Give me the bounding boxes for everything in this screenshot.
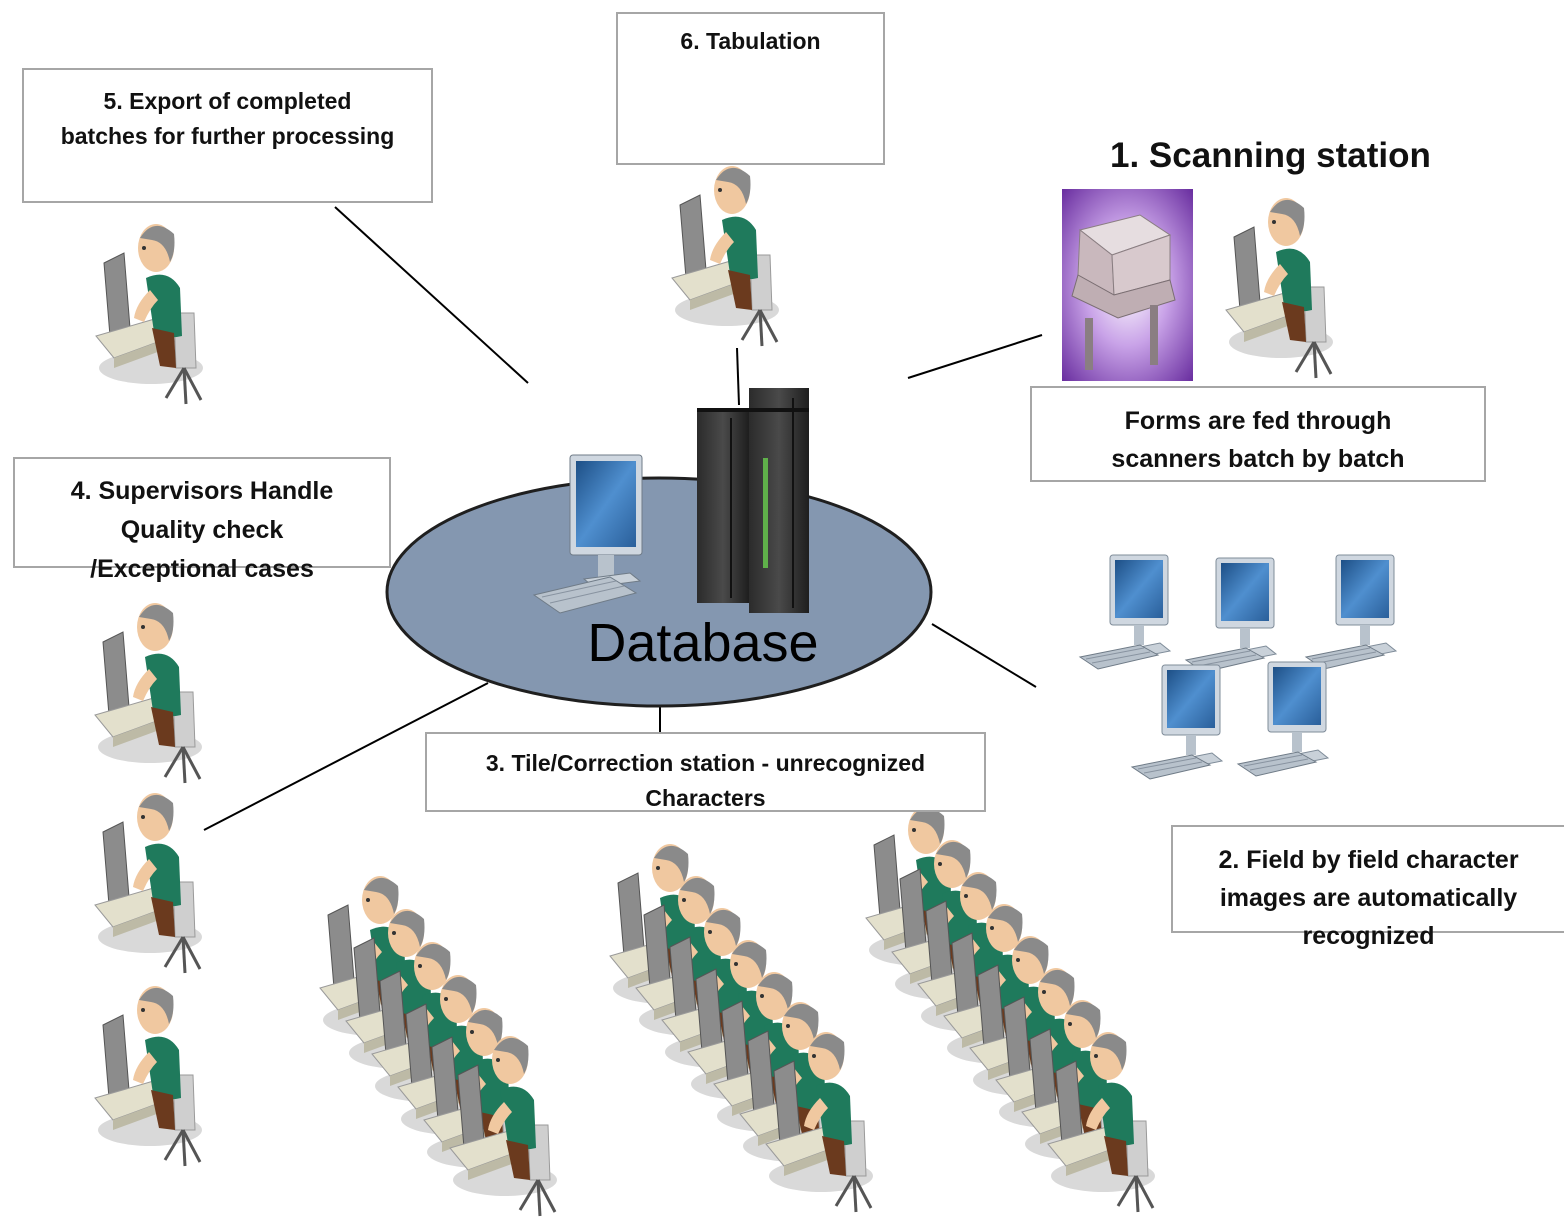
scanning-caption-box: Forms are fed through scanners batch by … — [1030, 386, 1486, 482]
recognition-pc-icon — [1305, 554, 1397, 670]
step2-recognition-box: 2. Field by field character images are a… — [1171, 825, 1564, 950]
step5-label: 5. Export of completed batches for furth… — [60, 88, 395, 149]
supervisor-operator-icon — [93, 791, 204, 975]
step3-correction-box: 3. Tile/Correction station - unrecognize… — [425, 732, 986, 812]
step4-label: 4. Supervisors Handle Quality check /Exc… — [70, 477, 334, 583]
correction-operators-group-2 — [608, 842, 875, 1214]
scanner-machine-icon — [1062, 189, 1193, 381]
correction-operators-group-1 — [318, 874, 559, 1217]
step6-tabulation-box: 6. Tabulation — [616, 12, 885, 165]
link-export — [334, 206, 529, 384]
step5-export-box: 5. Export of completed batches for furth… — [22, 68, 433, 203]
step3-label: 3. Tile/Correction station - unrecognize… — [485, 750, 926, 811]
recognition-pc-icon — [1131, 664, 1223, 780]
database-label: Database — [587, 613, 818, 673]
link-recognition — [931, 623, 1037, 688]
recognition-pc-icon — [1079, 554, 1171, 670]
step2-label: 2. Field by field character images are a… — [1218, 846, 1519, 950]
scanning-operator-icon — [1224, 196, 1335, 380]
step6-label: 6. Tabulation — [680, 28, 821, 54]
connector-lines — [203, 206, 1043, 831]
recognition-computers — [1079, 554, 1397, 780]
database-hub: Database — [385, 388, 933, 708]
server-icon — [697, 388, 809, 613]
export-operator-icon — [94, 222, 205, 406]
link-scanning — [907, 334, 1043, 379]
recognition-pc-icon — [1185, 557, 1277, 673]
recognition-pc-icon — [1237, 661, 1329, 777]
supervisor-operators — [93, 601, 204, 1168]
link-tabulation — [736, 347, 740, 406]
tabulation-operator-icon — [670, 164, 781, 348]
scanning-station — [1062, 189, 1335, 381]
hub-desktop-icon — [532, 454, 643, 614]
step4-supervisors-box: 4. Supervisors Handle Quality check /Exc… — [13, 457, 391, 583]
link-supervisors — [203, 682, 489, 831]
scanning-station-title: 1. Scanning station — [1110, 136, 1431, 175]
supervisor-operator-icon — [93, 601, 204, 785]
scanning-caption: Forms are fed through scanners batch by … — [1111, 407, 1405, 473]
correction-operators-group-3 — [864, 804, 1157, 1214]
supervisor-operator-icon — [93, 984, 204, 1168]
